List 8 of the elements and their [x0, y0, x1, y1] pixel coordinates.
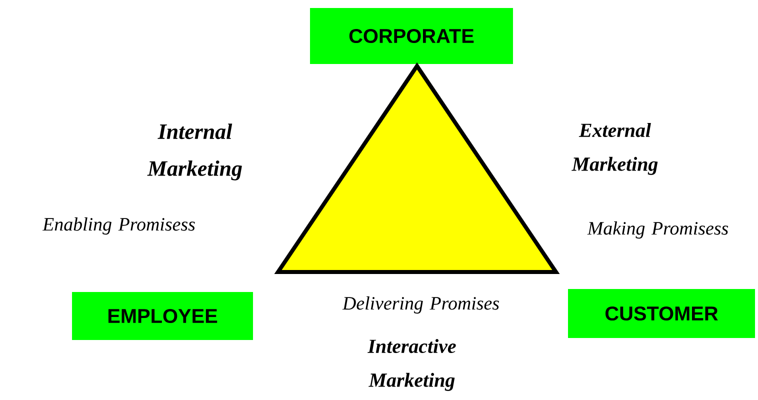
italic-label: Internal Marketing	[147, 124, 242, 180]
italic-label: Delivering Promises	[342, 296, 499, 314]
label-box: CUSTOMER	[568, 289, 755, 338]
label-box: CORPORATE	[310, 8, 513, 64]
label-box: EMPLOYEE	[72, 292, 253, 340]
italic-label: Enabling Promisess	[42, 217, 195, 235]
italic-label: Making Promisess	[587, 221, 728, 239]
italic-label: Interactive Marketing	[368, 339, 456, 391]
